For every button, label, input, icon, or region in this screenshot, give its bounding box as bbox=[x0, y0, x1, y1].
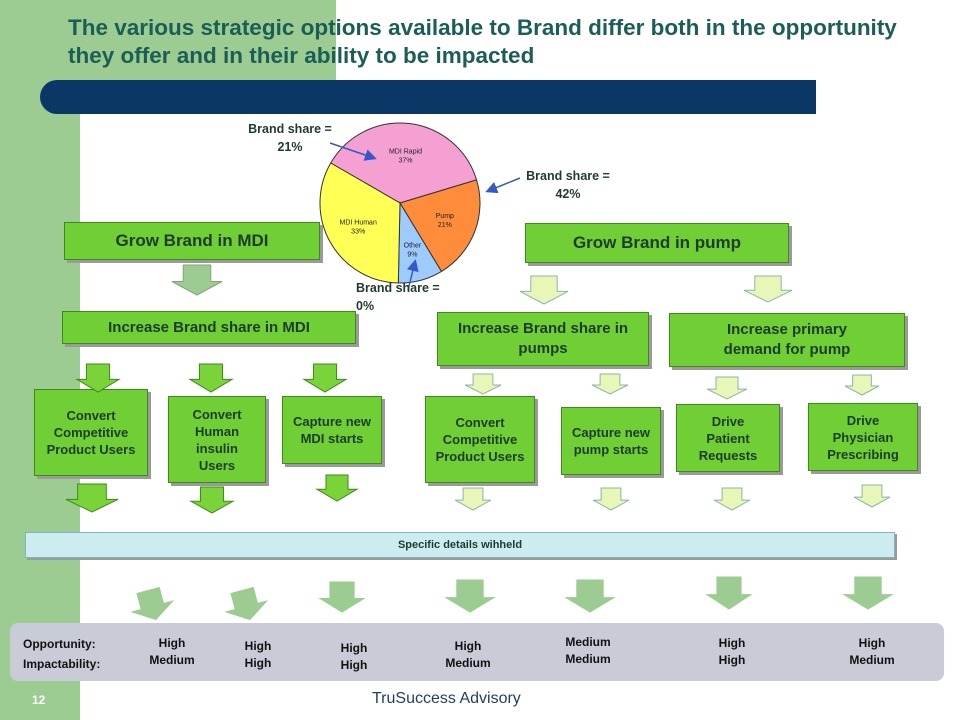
arrow-grow-mdi-down bbox=[171, 264, 223, 296]
rating-7: High Medium bbox=[830, 635, 914, 669]
arrow-rating-3 bbox=[318, 581, 366, 613]
arrow-pump-1-out bbox=[454, 487, 492, 511]
rating-4-opportunity: High bbox=[454, 639, 482, 653]
callout-arrow-other bbox=[406, 259, 419, 291]
callout-arrow-rapid bbox=[329, 142, 377, 161]
rating-5-opportunity: Medium bbox=[565, 635, 611, 649]
page-title: The various strategic options available … bbox=[68, 15, 897, 68]
arrow-pump-2-out bbox=[592, 487, 630, 511]
title-green-block bbox=[0, 0, 336, 80]
mdi-capture-new-starts-box: Capture new MDI starts bbox=[282, 396, 382, 464]
rating-band bbox=[10, 623, 944, 681]
opportunity-label: Opportunity: bbox=[23, 637, 96, 651]
drive-patient-requests-box: Drive Patient Requests bbox=[676, 404, 780, 472]
arrow-grow-pump-left bbox=[519, 275, 569, 305]
rating-7-impactability: Medium bbox=[849, 653, 895, 667]
rating-4-impactability: Medium bbox=[445, 656, 491, 670]
arrow-mdi-2-in bbox=[188, 363, 234, 393]
pie-slice-pump bbox=[399, 179, 481, 273]
rating-3: High High bbox=[314, 640, 394, 674]
arrow-pump-4-in bbox=[844, 374, 880, 396]
callout-brand-share-pump: Brand share = 42% bbox=[526, 169, 610, 201]
mdi-convert-human-box: Convert Human insulin Users bbox=[168, 396, 266, 483]
arrow-rating-7 bbox=[842, 576, 894, 610]
arrow-rating-5 bbox=[564, 579, 616, 613]
arrow-grow-pump-right bbox=[743, 275, 793, 303]
callout-arrow-pump bbox=[485, 177, 521, 194]
pie-slice-mdi-human bbox=[319, 162, 401, 284]
rating-2-impactability: High bbox=[244, 656, 272, 670]
rating-6-impactability: High bbox=[718, 653, 746, 667]
arrow-mdi-1-in bbox=[75, 363, 121, 393]
footer-company: TruSuccess Advisory bbox=[372, 690, 521, 707]
rating-4: High Medium bbox=[426, 638, 510, 672]
rating-7-opportunity: High bbox=[858, 636, 886, 650]
impactability-label: Impactability: bbox=[23, 657, 101, 671]
grow-pump-box: Grow Brand in pump bbox=[525, 223, 789, 263]
pump-capture-new-starts-box: Capture new pump starts bbox=[561, 407, 661, 475]
arrow-pump-4-out bbox=[853, 484, 891, 508]
rating-5-impactability: Medium bbox=[565, 652, 611, 666]
grow-mdi-box: Grow Brand in MDI bbox=[64, 222, 320, 260]
increase-share-pumps-box: Increase Brand share in pumps bbox=[437, 312, 649, 366]
rating-1-impactability: Medium bbox=[149, 653, 195, 667]
rating-5: Medium Medium bbox=[546, 634, 630, 668]
arrow-pump-2-in bbox=[591, 373, 629, 395]
left-green-strip bbox=[0, 0, 80, 720]
rating-3-opportunity: High bbox=[340, 641, 368, 655]
increase-primary-demand-box: Increase primary demand for pump bbox=[669, 313, 905, 367]
rating-6-opportunity: High bbox=[718, 636, 746, 650]
details-withheld-bar: Specific details wihheld bbox=[25, 532, 895, 558]
pie-slice-mdi-rapid bbox=[330, 122, 478, 204]
rating-1: High Medium bbox=[132, 635, 212, 669]
arrow-rating-1 bbox=[130, 586, 175, 621]
arrow-pump-3-in bbox=[706, 376, 748, 400]
arrow-mdi-1-out bbox=[65, 483, 119, 513]
rating-6: High High bbox=[692, 635, 772, 669]
rating-1-opportunity: High bbox=[158, 636, 186, 650]
arrow-rating-6 bbox=[705, 576, 753, 610]
title-underline-bar bbox=[40, 80, 816, 114]
mdi-convert-competitive-box: Convert Competitive Product Users bbox=[34, 389, 148, 476]
arrow-mdi-2-out bbox=[189, 486, 235, 514]
arrow-mdi-3-out bbox=[315, 474, 359, 502]
arrow-mdi-3-in bbox=[302, 363, 348, 393]
drive-physician-prescribing-box: Drive Physician Prescribing bbox=[808, 403, 918, 471]
arrow-rating-4 bbox=[444, 579, 496, 613]
arrow-pump-3-out bbox=[713, 487, 751, 511]
pump-convert-competitive-box: Convert Competitive Product Users bbox=[425, 396, 535, 483]
callout-brand-share-other: Brand share = 0% bbox=[356, 281, 440, 313]
callout-brand-share-rapid: Brand share = 21% bbox=[248, 122, 332, 154]
arrow-rating-2 bbox=[224, 586, 269, 621]
rating-2-opportunity: High bbox=[244, 639, 272, 653]
page-number: 12 bbox=[32, 693, 46, 707]
rating-3-impactability: High bbox=[340, 658, 368, 672]
arrow-pump-1-in bbox=[464, 373, 502, 395]
increase-share-mdi-box: Increase Brand share in MDI bbox=[62, 311, 356, 344]
rating-2: High High bbox=[218, 638, 298, 672]
